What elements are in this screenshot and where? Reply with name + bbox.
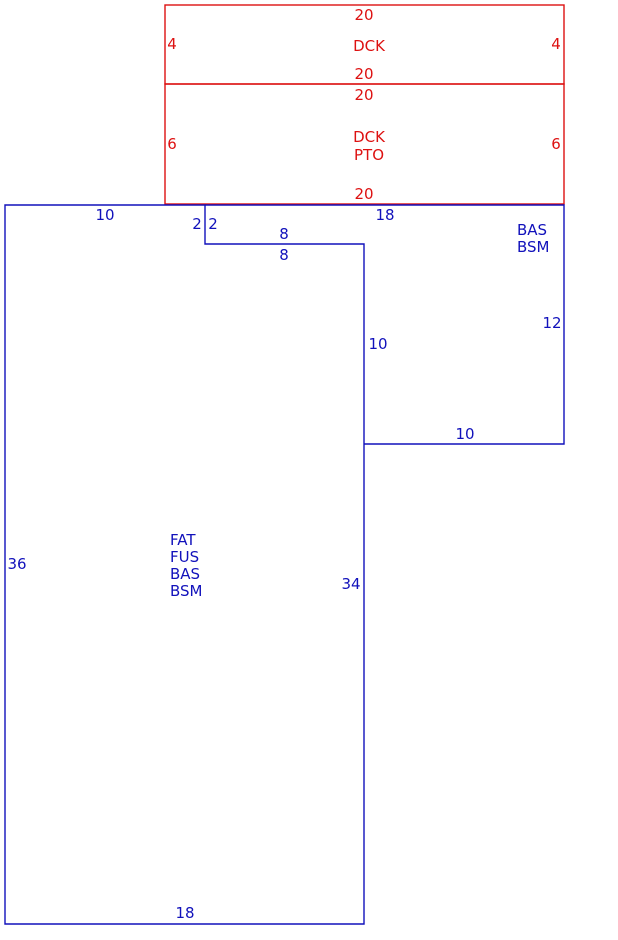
notch-right-dim: 2 xyxy=(208,215,218,233)
bsm-code: BSM xyxy=(517,238,550,256)
dck-pto-code-1: DCK xyxy=(353,128,386,146)
dck-top-dim: 20 xyxy=(354,6,373,24)
dck-code: DCK xyxy=(353,37,386,55)
right-lower-dim: 34 xyxy=(341,575,360,593)
fat-code: FAT xyxy=(170,531,196,549)
dck-pto-rect xyxy=(164,83,565,205)
bas-code: BAS xyxy=(517,221,547,239)
dck-pto-top-dim: 20 xyxy=(354,86,373,104)
dck-pto-bottom-dim: 20 xyxy=(354,185,373,203)
dck-bottom-dim: 20 xyxy=(354,65,373,83)
main-top-left-dim: 10 xyxy=(95,206,114,224)
right-upper-dim: 12 xyxy=(542,314,561,332)
step-bottom-dim: 10 xyxy=(455,425,474,443)
dck-pto-right-dim: 6 xyxy=(551,135,561,153)
bas-center-code: BAS xyxy=(170,565,200,583)
bottom-dim: 18 xyxy=(175,904,194,922)
bsm-center-code: BSM xyxy=(170,582,203,600)
dck-pto-left-dim: 6 xyxy=(167,135,177,153)
fus-code: FUS xyxy=(170,548,199,566)
notch-top-dim: 8 xyxy=(279,225,289,243)
inner-vertical-dim: 10 xyxy=(368,335,387,353)
dck-right-dim: 4 xyxy=(551,35,561,53)
dck-pto-code-2: PTO xyxy=(354,146,384,164)
dck-left-dim: 4 xyxy=(167,35,177,53)
upper-right-outline xyxy=(205,204,565,445)
top-right-dim: 18 xyxy=(375,206,394,224)
notch-left-dim: 2 xyxy=(192,215,202,233)
left-dim: 36 xyxy=(7,555,26,573)
notch-bottom-dim: 8 xyxy=(279,246,289,264)
